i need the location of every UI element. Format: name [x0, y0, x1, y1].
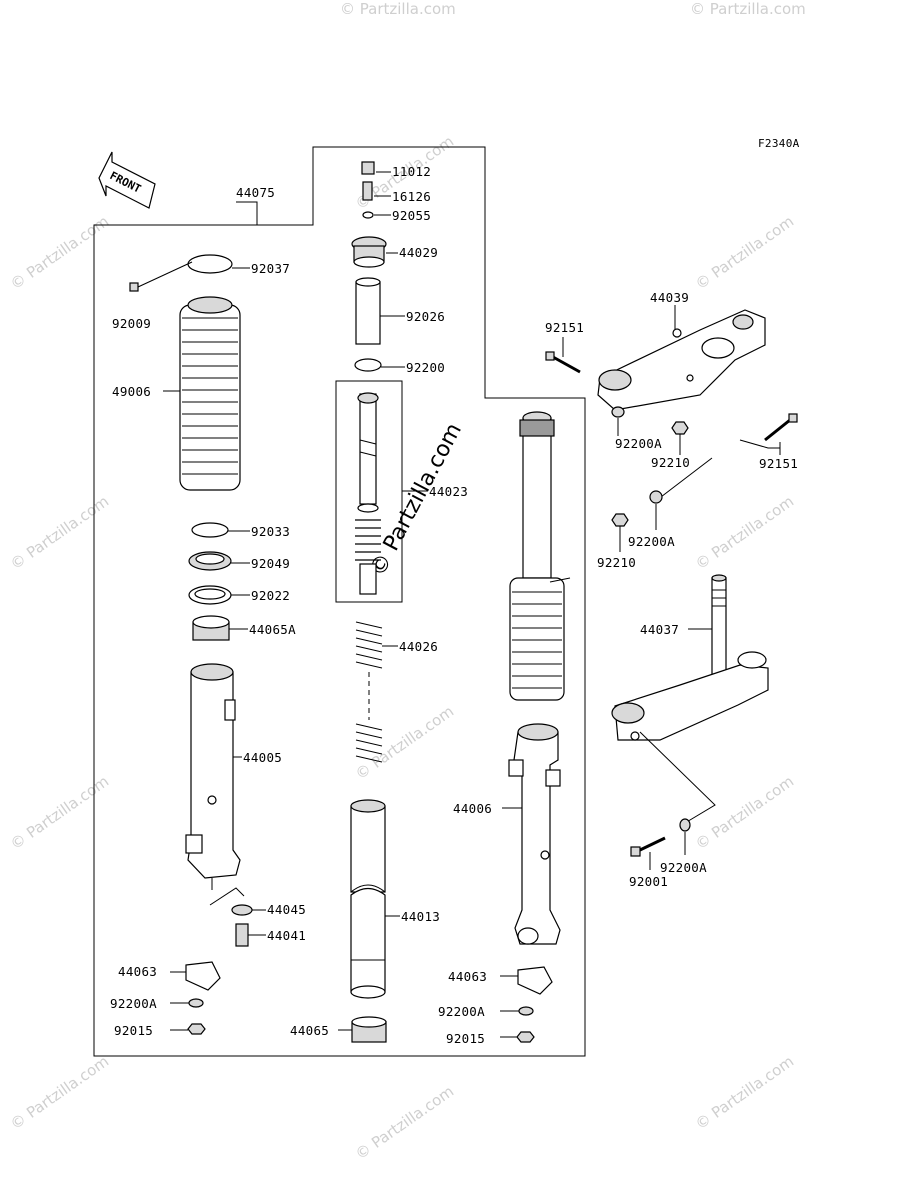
part-44013-inner-tube [350, 799, 400, 999]
label-92055: 92055 [392, 208, 431, 223]
part-92210-nut-a [671, 421, 689, 455]
label-92033: 92033 [251, 524, 290, 539]
part-44005-outer-tube-left [185, 663, 242, 890]
part-44029-cap [351, 236, 398, 268]
part-92200-washer [354, 358, 405, 372]
watermark: © Partzilla.com [7, 1052, 112, 1133]
part-44039-upper-bracket [597, 305, 766, 411]
label-92037: 92037 [251, 261, 290, 276]
part-44065-bushing [338, 1016, 387, 1043]
label-92210-b: 92210 [597, 555, 636, 570]
part-92200A-washer-b [649, 490, 663, 530]
part-92015-nut-left [170, 1023, 206, 1035]
part-92022-washer [188, 585, 250, 605]
front-arrow-icon: FRONT [98, 151, 156, 209]
part-92151-bolt-b [739, 413, 798, 455]
label-92026: 92026 [406, 309, 445, 324]
label-44026: 44026 [399, 639, 438, 654]
label-92001: 92001 [629, 874, 668, 889]
label-16126: 16126 [392, 189, 431, 204]
label-92022: 92022 [251, 588, 290, 603]
label-92151-a: 92151 [545, 320, 584, 335]
label-92200A-a: 92200A [615, 436, 662, 451]
label-92200: 92200 [406, 360, 445, 375]
watermark-center: © Partzilla.com [365, 419, 467, 581]
label-44029: 44029 [399, 245, 438, 260]
part-92033-circlip [191, 522, 250, 538]
part-92037-clamp [187, 254, 250, 274]
watermark: © Partzilla.com [692, 772, 797, 853]
watermark: © Partzilla.com [692, 1052, 797, 1133]
label-44075: 44075 [236, 185, 275, 200]
label-44039: 44039 [650, 290, 689, 305]
part-44026-spring [355, 621, 398, 763]
part-44063-cap-left [170, 961, 221, 991]
part-44063-cap-right [500, 966, 553, 995]
label-92015-right: 92015 [446, 1031, 485, 1046]
label-44063-left: 44063 [118, 964, 157, 979]
watermark: © Partzilla.com [7, 772, 112, 853]
part-92200A-washer-a [611, 406, 625, 436]
label-92200A-b: 92200A [628, 534, 675, 549]
label-92200A-right: 92200A [438, 1004, 485, 1019]
part-16126-valve [362, 181, 391, 201]
watermark: © Partzilla.com [692, 492, 797, 573]
watermark: © Partzilla.com [690, 0, 806, 18]
part-92001-bolt [630, 836, 666, 870]
part-92026-spacer-pipe [355, 277, 405, 345]
part-92200A-washer-c [679, 818, 691, 855]
part-92009-screw [129, 261, 193, 292]
part-92049-oil-seal [188, 551, 250, 571]
part-44037-steering-stem [611, 574, 769, 741]
label-44005: 44005 [243, 750, 282, 765]
watermark: © Partzilla.com [7, 212, 112, 293]
label-92210-a: 92210 [651, 455, 690, 470]
label-92200A-c: 92200A [660, 860, 707, 875]
part-49006-boot [163, 296, 241, 491]
part-92210-nut-b [611, 513, 629, 552]
label-44006: 44006 [453, 801, 492, 816]
part-fork-assembly-right [509, 411, 571, 701]
part-92055-oring [362, 211, 391, 219]
label-44065: 44065 [290, 1023, 329, 1038]
part-92200A-washer-left [170, 998, 204, 1008]
label-92151-b: 92151 [759, 456, 798, 471]
watermark: © Partzilla.com [340, 0, 456, 18]
part-44023-damper [355, 392, 428, 595]
label-44041: 44041 [267, 928, 306, 943]
label-44063-right: 44063 [448, 969, 487, 984]
label-11012: 11012 [392, 164, 431, 179]
part-44041-bolt [235, 923, 266, 947]
part-11012-bolt [361, 161, 391, 175]
label-44037: 44037 [640, 622, 679, 637]
part-92015-nut-right [500, 1031, 535, 1043]
part-44045-washer [231, 904, 266, 916]
assembly-outline [93, 146, 586, 1057]
label-92015-left: 92015 [114, 1023, 153, 1038]
diagram-code: F2340A [758, 137, 800, 150]
part-44065A-bushing [192, 615, 248, 641]
watermark: © Partzilla.com [352, 1082, 457, 1163]
part-92151-bolt-a [545, 337, 581, 374]
watermark: © Partzilla.com [7, 492, 112, 573]
watermark: © Partzilla.com [692, 212, 797, 293]
label-44023: 44023 [429, 484, 468, 499]
label-44045: 44045 [267, 902, 306, 917]
label-44013: 44013 [401, 909, 440, 924]
label-44065A: 44065A [249, 622, 296, 637]
label-92200A-left: 92200A [110, 996, 157, 1011]
label-49006: 49006 [112, 384, 151, 399]
part-44006-outer-tube-right [502, 723, 561, 945]
label-92049: 92049 [251, 556, 290, 571]
part-92200A-washer-right [500, 1006, 534, 1016]
label-92009: 92009 [112, 316, 151, 331]
